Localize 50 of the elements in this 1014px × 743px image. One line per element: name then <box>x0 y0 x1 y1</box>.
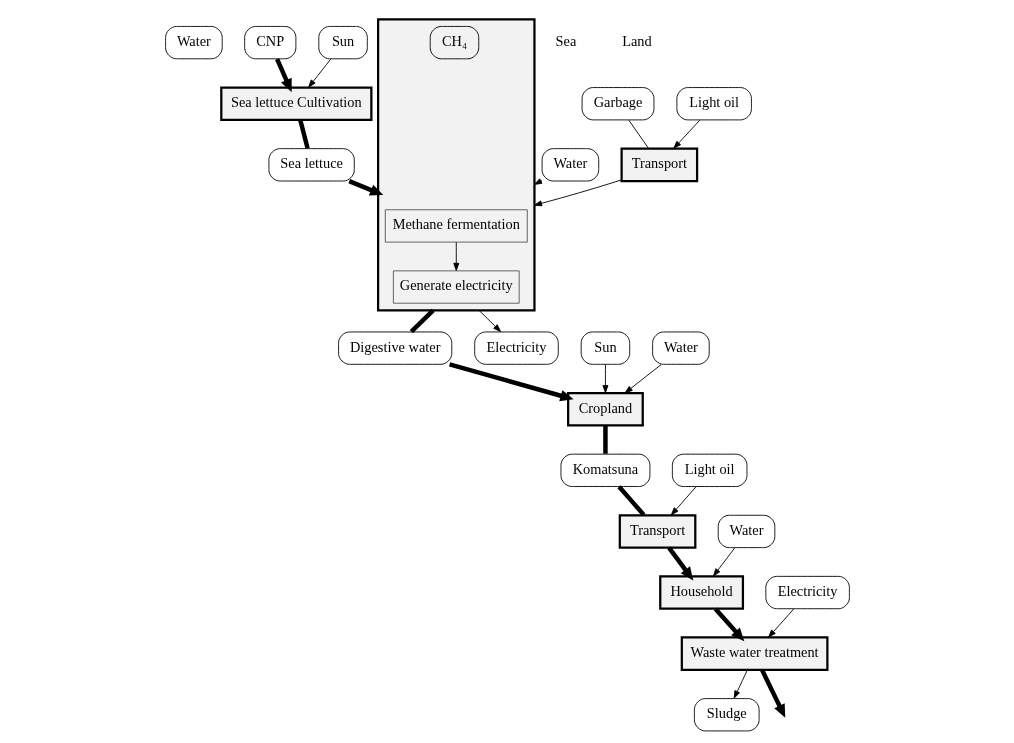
arrow <box>347 179 383 196</box>
node-box: Cropland <box>566 391 644 427</box>
arrow <box>624 364 662 394</box>
node-box: Sludge <box>693 698 760 732</box>
cluster <box>376 18 536 312</box>
arrow <box>713 607 744 642</box>
node-box: CH₄ <box>429 26 479 60</box>
node-box: Transport <box>618 514 696 549</box>
arrow <box>733 669 748 699</box>
arrow <box>759 669 785 718</box>
arrow <box>533 178 542 185</box>
arrow <box>452 241 459 271</box>
node-box: Water <box>651 331 710 365</box>
node-box: Transport <box>620 147 698 183</box>
arrow <box>670 486 696 516</box>
arrow <box>666 546 693 581</box>
arrow <box>767 608 794 638</box>
connector <box>627 119 649 149</box>
node-box: Waste water treatment <box>680 636 828 671</box>
node-box: Light oil <box>675 87 752 121</box>
arrow <box>533 179 622 207</box>
node-box: Methane fermentation <box>384 209 528 243</box>
node-box: Sea lettuce Cultivation <box>219 86 372 122</box>
label: Land <box>621 33 652 50</box>
arrow <box>712 547 735 577</box>
node-box: CNP <box>243 26 296 60</box>
node-box: Water <box>717 514 775 549</box>
connector <box>297 119 310 149</box>
node-box: Electricity <box>473 331 559 365</box>
arrow <box>307 58 331 88</box>
node-box: Digestive water <box>337 331 452 365</box>
node-box: Generate electricity <box>392 270 520 304</box>
node-box: Electricity <box>764 575 850 610</box>
arrow <box>478 309 501 332</box>
node-box: Sun <box>317 26 368 60</box>
node-box: Light oil <box>671 453 747 487</box>
arrow <box>601 364 608 394</box>
arrow <box>274 58 292 93</box>
node-box: Komatsuna <box>560 453 650 487</box>
connector <box>409 308 435 334</box>
node-box: Sea lettuce <box>268 148 355 182</box>
connector <box>602 425 608 454</box>
label: Sea <box>555 33 576 50</box>
arrow <box>448 362 574 402</box>
node-box: Garbage <box>581 87 654 121</box>
node-box: Sun <box>580 331 630 365</box>
connector <box>616 485 645 517</box>
node-box: Household <box>658 575 744 610</box>
arrow <box>672 119 700 149</box>
node-box: Water <box>164 26 223 60</box>
